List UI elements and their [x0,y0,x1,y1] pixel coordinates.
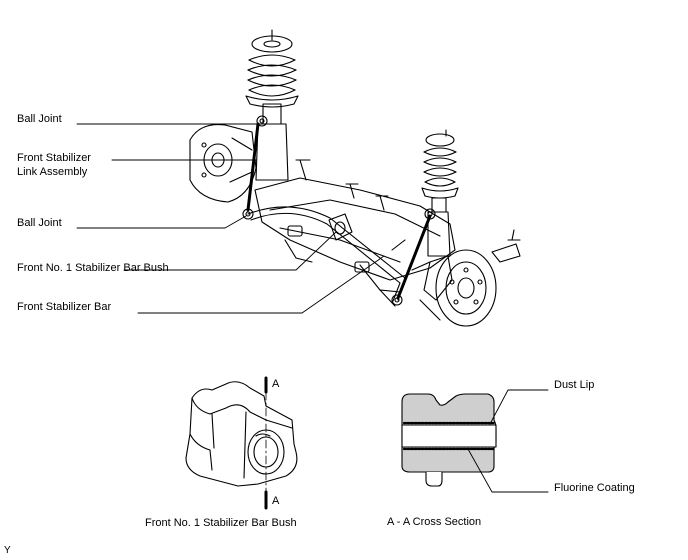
leader-lines [76,123,385,314]
label-ball-joint-lower: Ball Joint [17,217,62,229]
bush-detail-view [185,381,298,487]
label-ball-joint-upper: Ball Joint [17,113,62,125]
right-tie-rod [491,229,521,263]
right-brake-disc [411,249,497,327]
cross-section-leaders [467,389,549,493]
section-mark-top: A [272,378,280,390]
bar-bush-on-vehicle [328,213,353,241]
label-stabilizer-bar-bush: Front No. 1 Stabilizer Bar Bush [17,262,169,274]
caption-bush: Front No. 1 Stabilizer Bar Bush [145,517,297,529]
label-fluorine-coating: Fluorine Coating [554,482,635,494]
section-mark-bottom: A [272,495,280,507]
right-stabilizer-link [391,208,436,306]
label-stabilizer-link-assembly: Front Stabilizer Link Assembly [17,152,91,178]
left-knuckle [189,124,257,203]
right-strut-assembly [421,129,459,257]
cross-section-view [401,393,497,487]
caption-cross-section: A - A Cross Section [387,516,482,528]
left-strut-assembly [245,29,299,181]
left-stabilizer-link [242,115,268,220]
stabilizer-bar [247,206,406,302]
label-dust-lip: Dust Lip [554,379,595,391]
figure-code: Y [4,545,11,556]
subframe [254,159,456,307]
label-stabilizer-bar: Front Stabilizer Bar [17,301,112,313]
